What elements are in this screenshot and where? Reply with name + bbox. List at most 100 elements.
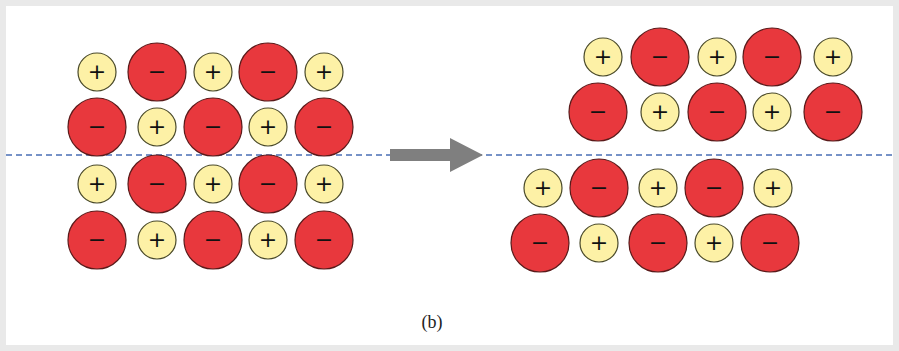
ion-disc: [580, 224, 618, 262]
ion-charge: −: [259, 173, 277, 195]
anion-circle: −: [294, 97, 354, 157]
ion-disc: [814, 38, 852, 76]
ion-charge: −: [148, 173, 166, 195]
ion-disc: [295, 98, 353, 156]
ion-disc: [138, 221, 176, 259]
ion-disc: [688, 83, 746, 141]
ion-disc: [68, 211, 126, 269]
ion-disc: [305, 165, 343, 203]
ion-disc: [78, 165, 116, 203]
ion-disc: [184, 98, 242, 156]
ion-disc: [754, 169, 792, 207]
ion-charge: +: [148, 229, 166, 251]
ion-charge: +: [764, 177, 782, 199]
ion-charge: −: [708, 101, 726, 123]
ion-charge: +: [88, 61, 106, 83]
anion-circle: −: [510, 213, 570, 273]
ion-disc: [194, 165, 232, 203]
anion-circle: −: [803, 82, 863, 142]
ion-disc: [631, 28, 689, 86]
cation-circle: +: [640, 92, 680, 132]
ion-charge: −: [761, 232, 779, 254]
panel-label: (b): [422, 312, 443, 333]
ion-disc: [743, 28, 801, 86]
ion-charge: +: [534, 177, 552, 199]
ion-charge: +: [315, 173, 333, 195]
panel-ground: [6, 6, 893, 345]
cation-circle: +: [523, 168, 563, 208]
ion-charge: −: [590, 177, 608, 199]
ion-disc: [639, 169, 677, 207]
ion-charge: +: [763, 101, 781, 123]
anion-circle: −: [183, 97, 243, 157]
ion-charge: −: [651, 46, 669, 68]
ion-charge: +: [259, 229, 277, 251]
ion-charge: −: [315, 229, 333, 251]
ion-disc: [698, 38, 736, 76]
cation-circle: +: [694, 223, 734, 263]
ion-disc: [249, 221, 287, 259]
anion-circle: −: [67, 97, 127, 157]
ion-charge: +: [259, 116, 277, 138]
ion-disc: [138, 108, 176, 146]
cation-circle: +: [579, 223, 619, 263]
ion-charge: −: [763, 46, 781, 68]
cation-circle: +: [583, 37, 623, 77]
ion-charge: −: [88, 229, 106, 251]
ion-disc: [239, 155, 297, 213]
ion-charge: +: [88, 173, 106, 195]
anion-circle: −: [687, 82, 747, 142]
ion-disc: [194, 53, 232, 91]
ion-disc: [128, 43, 186, 101]
ion-charge: −: [531, 232, 549, 254]
anion-circle: −: [127, 154, 187, 214]
cation-circle: +: [248, 107, 288, 147]
ion-charge: +: [649, 177, 667, 199]
anion-circle: −: [127, 42, 187, 102]
cation-circle: +: [77, 52, 117, 92]
anion-circle: −: [628, 213, 688, 273]
ion-charge: +: [708, 46, 726, 68]
ion-disc: [78, 53, 116, 91]
cation-circle: +: [77, 164, 117, 204]
ion-charge: −: [259, 61, 277, 83]
shift-arrow: [390, 138, 483, 172]
ion-charge: −: [148, 61, 166, 83]
cation-circle: +: [304, 52, 344, 92]
ion-charge: −: [649, 232, 667, 254]
ion-disc: [695, 224, 733, 262]
anion-circle: −: [67, 210, 127, 270]
ion-disc: [305, 53, 343, 91]
ion-disc: [685, 159, 743, 217]
cation-circle: +: [137, 220, 177, 260]
cation-circle: +: [813, 37, 853, 77]
cation-circle: +: [638, 168, 678, 208]
ion-charge: +: [651, 101, 669, 123]
ion-disc: [569, 83, 627, 141]
ion-charge: −: [204, 229, 222, 251]
ion-disc: [239, 43, 297, 101]
ion-disc: [524, 169, 562, 207]
ion-charge: −: [824, 101, 842, 123]
anion-circle: −: [684, 158, 744, 218]
ion-charge: +: [824, 46, 842, 68]
cation-circle: +: [248, 220, 288, 260]
ion-disc: [804, 83, 862, 141]
ion-disc: [570, 159, 628, 217]
ion-disc: [641, 93, 679, 131]
cation-circle: +: [753, 168, 793, 208]
anion-circle: −: [569, 158, 629, 218]
ion-disc: [511, 214, 569, 272]
ion-charge: +: [594, 46, 612, 68]
ion-disc: [584, 38, 622, 76]
cation-circle: +: [752, 92, 792, 132]
anion-circle: −: [630, 27, 690, 87]
ion-charge: −: [88, 116, 106, 138]
anion-circle: −: [294, 210, 354, 270]
ion-disc: [128, 155, 186, 213]
ion-disc: [68, 98, 126, 156]
ion-charge: +: [590, 232, 608, 254]
cation-circle: +: [193, 52, 233, 92]
ion-charge: −: [315, 116, 333, 138]
anion-circle: −: [568, 82, 628, 142]
